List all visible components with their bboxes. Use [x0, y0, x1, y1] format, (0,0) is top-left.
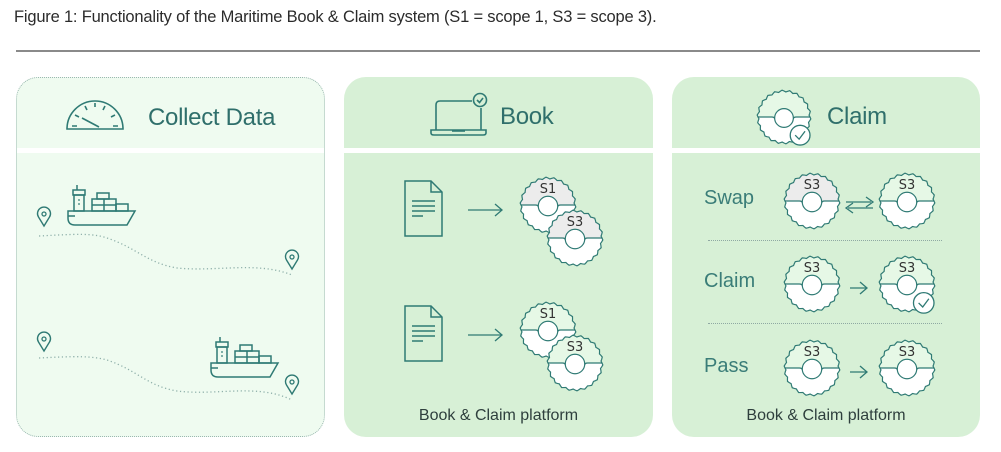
check-badge-icon — [789, 124, 811, 146]
token-label: S3 — [899, 178, 915, 193]
token-check-icon — [756, 89, 812, 146]
arrow-right-icon — [468, 203, 503, 217]
swap-arrow-icon — [844, 196, 875, 214]
token-label: S3 — [567, 340, 583, 355]
row-divider — [708, 323, 942, 324]
caption-divider — [16, 50, 980, 52]
claim-header: Claim — [672, 77, 980, 148]
scope-3-token-icon: S3 — [783, 255, 841, 313]
pass-row-tokens: S3 S3 — [783, 339, 936, 397]
claim-title: Claim — [827, 103, 887, 130]
location-pin-icon — [284, 374, 300, 396]
scope-3-token-icon: S3 — [783, 339, 841, 397]
arrow-right-icon — [850, 365, 868, 379]
document-icon — [404, 180, 443, 237]
speedometer-icon — [66, 100, 124, 130]
location-pin-icon — [284, 249, 300, 271]
book-title: Book — [500, 103, 554, 130]
laptop-check-icon — [430, 92, 488, 136]
scope-3-token-icon: S3 — [783, 172, 841, 230]
document-icon — [404, 305, 443, 362]
row-divider — [708, 240, 942, 241]
token-label: S1 — [540, 182, 556, 197]
header-separator — [344, 148, 653, 153]
header-separator — [672, 148, 980, 153]
check-badge-icon — [912, 291, 935, 314]
figure-caption: Figure 1: Functionality of the Maritime … — [14, 8, 657, 26]
collect-data-panel: Collect Data — [16, 77, 325, 437]
claim-platform-label: Book & Claim platform — [746, 407, 906, 424]
token-label: S3 — [567, 215, 583, 230]
token-label: S3 — [804, 345, 820, 360]
token-label: S3 — [899, 345, 915, 360]
scope-3-token-icon: S3 — [546, 334, 604, 392]
collect-data-title: Collect Data — [148, 104, 276, 131]
token-label: S3 — [804, 178, 820, 193]
arrow-right-icon — [468, 328, 503, 342]
location-pin-icon — [36, 331, 52, 353]
route-dotted-line — [38, 233, 293, 401]
book-header: Book — [344, 77, 653, 148]
scope-3-token-icon: S3 — [878, 172, 936, 230]
token-label: S3 — [804, 261, 820, 276]
cargo-ship-icon — [67, 185, 137, 226]
scope-3-token-icon: S3 — [878, 339, 936, 397]
swap-row-tokens: S3 S3 — [783, 172, 936, 230]
arrow-right-icon — [850, 281, 868, 295]
header-separator — [17, 148, 324, 153]
location-pin-icon — [36, 206, 52, 228]
collect-data-header: Collect Data — [17, 78, 324, 149]
claim-row-tokens: S3 S3 — [783, 255, 936, 314]
scope-3-token-icon: S3 — [878, 255, 936, 314]
cargo-ship-icon — [210, 337, 280, 378]
token-label: S3 — [899, 261, 915, 276]
book-platform-label: Book & Claim platform — [418, 407, 579, 424]
claim-label: Claim — [704, 270, 756, 292]
pass-label: Pass — [704, 355, 749, 377]
swap-label: Swap — [704, 187, 755, 209]
token-check-icon — [756, 89, 812, 146]
token-label: S1 — [540, 307, 556, 322]
